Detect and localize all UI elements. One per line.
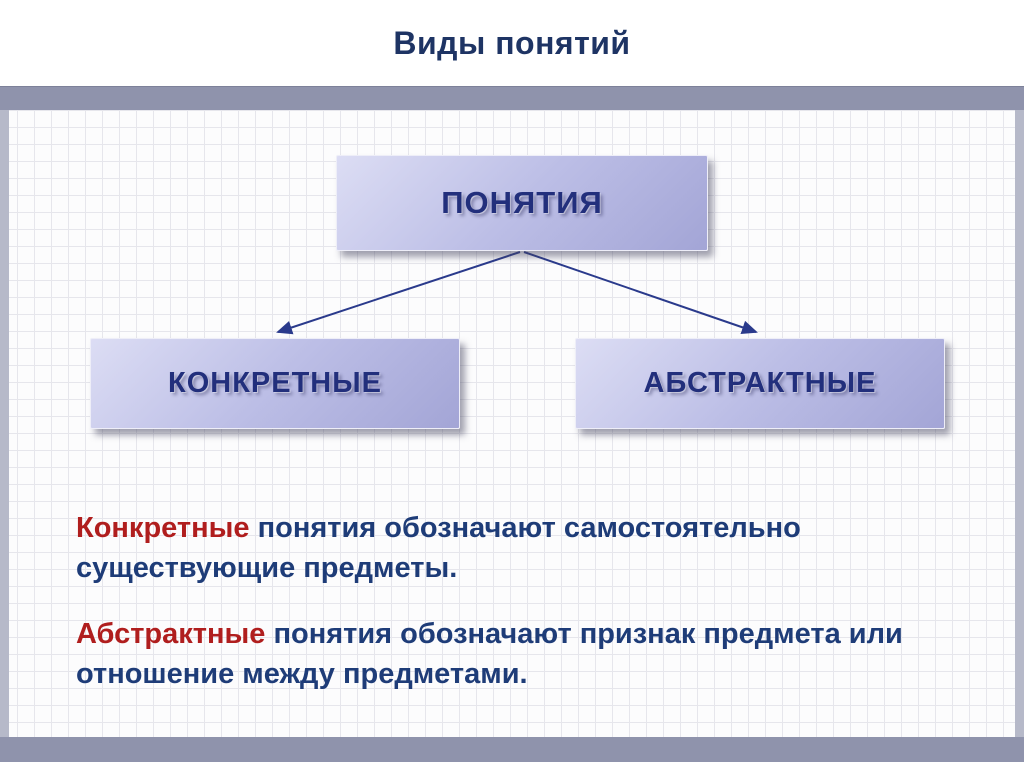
slide-body: ПОНЯТИЯ КОНКРЕТНЫЕ АБСТРАКТНЫЕ Конкретны… (0, 110, 1024, 737)
definition-abstract-term: Абстрактные (76, 618, 266, 651)
left-margin (0, 110, 9, 737)
slide-header: Виды понятий (0, 0, 1024, 86)
definition-concrete-term: Конкретные (76, 512, 250, 544)
node-concrete-label: КОНКРЕТНЫЕ (168, 367, 382, 399)
arrow-to-concrete (276, 251, 521, 335)
definition-concrete-text: понятия обозначают самостоятельно сущест… (76, 512, 801, 585)
definition-concrete: Конкретные понятия обозначают самостояте… (76, 508, 956, 588)
definition-abstract: Абстрактные понятия обозначают признак п… (76, 614, 956, 694)
definition-abstract-text: понятия обозначают признак предмета или … (76, 618, 903, 691)
bottom-accent-band (0, 737, 1024, 762)
diagram-node-abstract: АБСТРАКТНЫЕ (575, 338, 945, 429)
definitions-block: Конкретные понятия обозначают самостояте… (76, 508, 956, 720)
diagram-node-root: ПОНЯТИЯ (336, 155, 708, 251)
arrow-to-abstract (523, 251, 758, 335)
node-abstract-label: АБСТРАКТНЫЕ (643, 367, 877, 399)
slide-title: Виды понятий (393, 24, 631, 61)
diagram-node-concrete: КОНКРЕТНЫЕ (90, 338, 460, 429)
right-margin (1015, 110, 1024, 737)
footer-strip (0, 762, 1024, 767)
node-root-label: ПОНЯТИЯ (441, 185, 603, 220)
top-accent-band (0, 86, 1024, 110)
